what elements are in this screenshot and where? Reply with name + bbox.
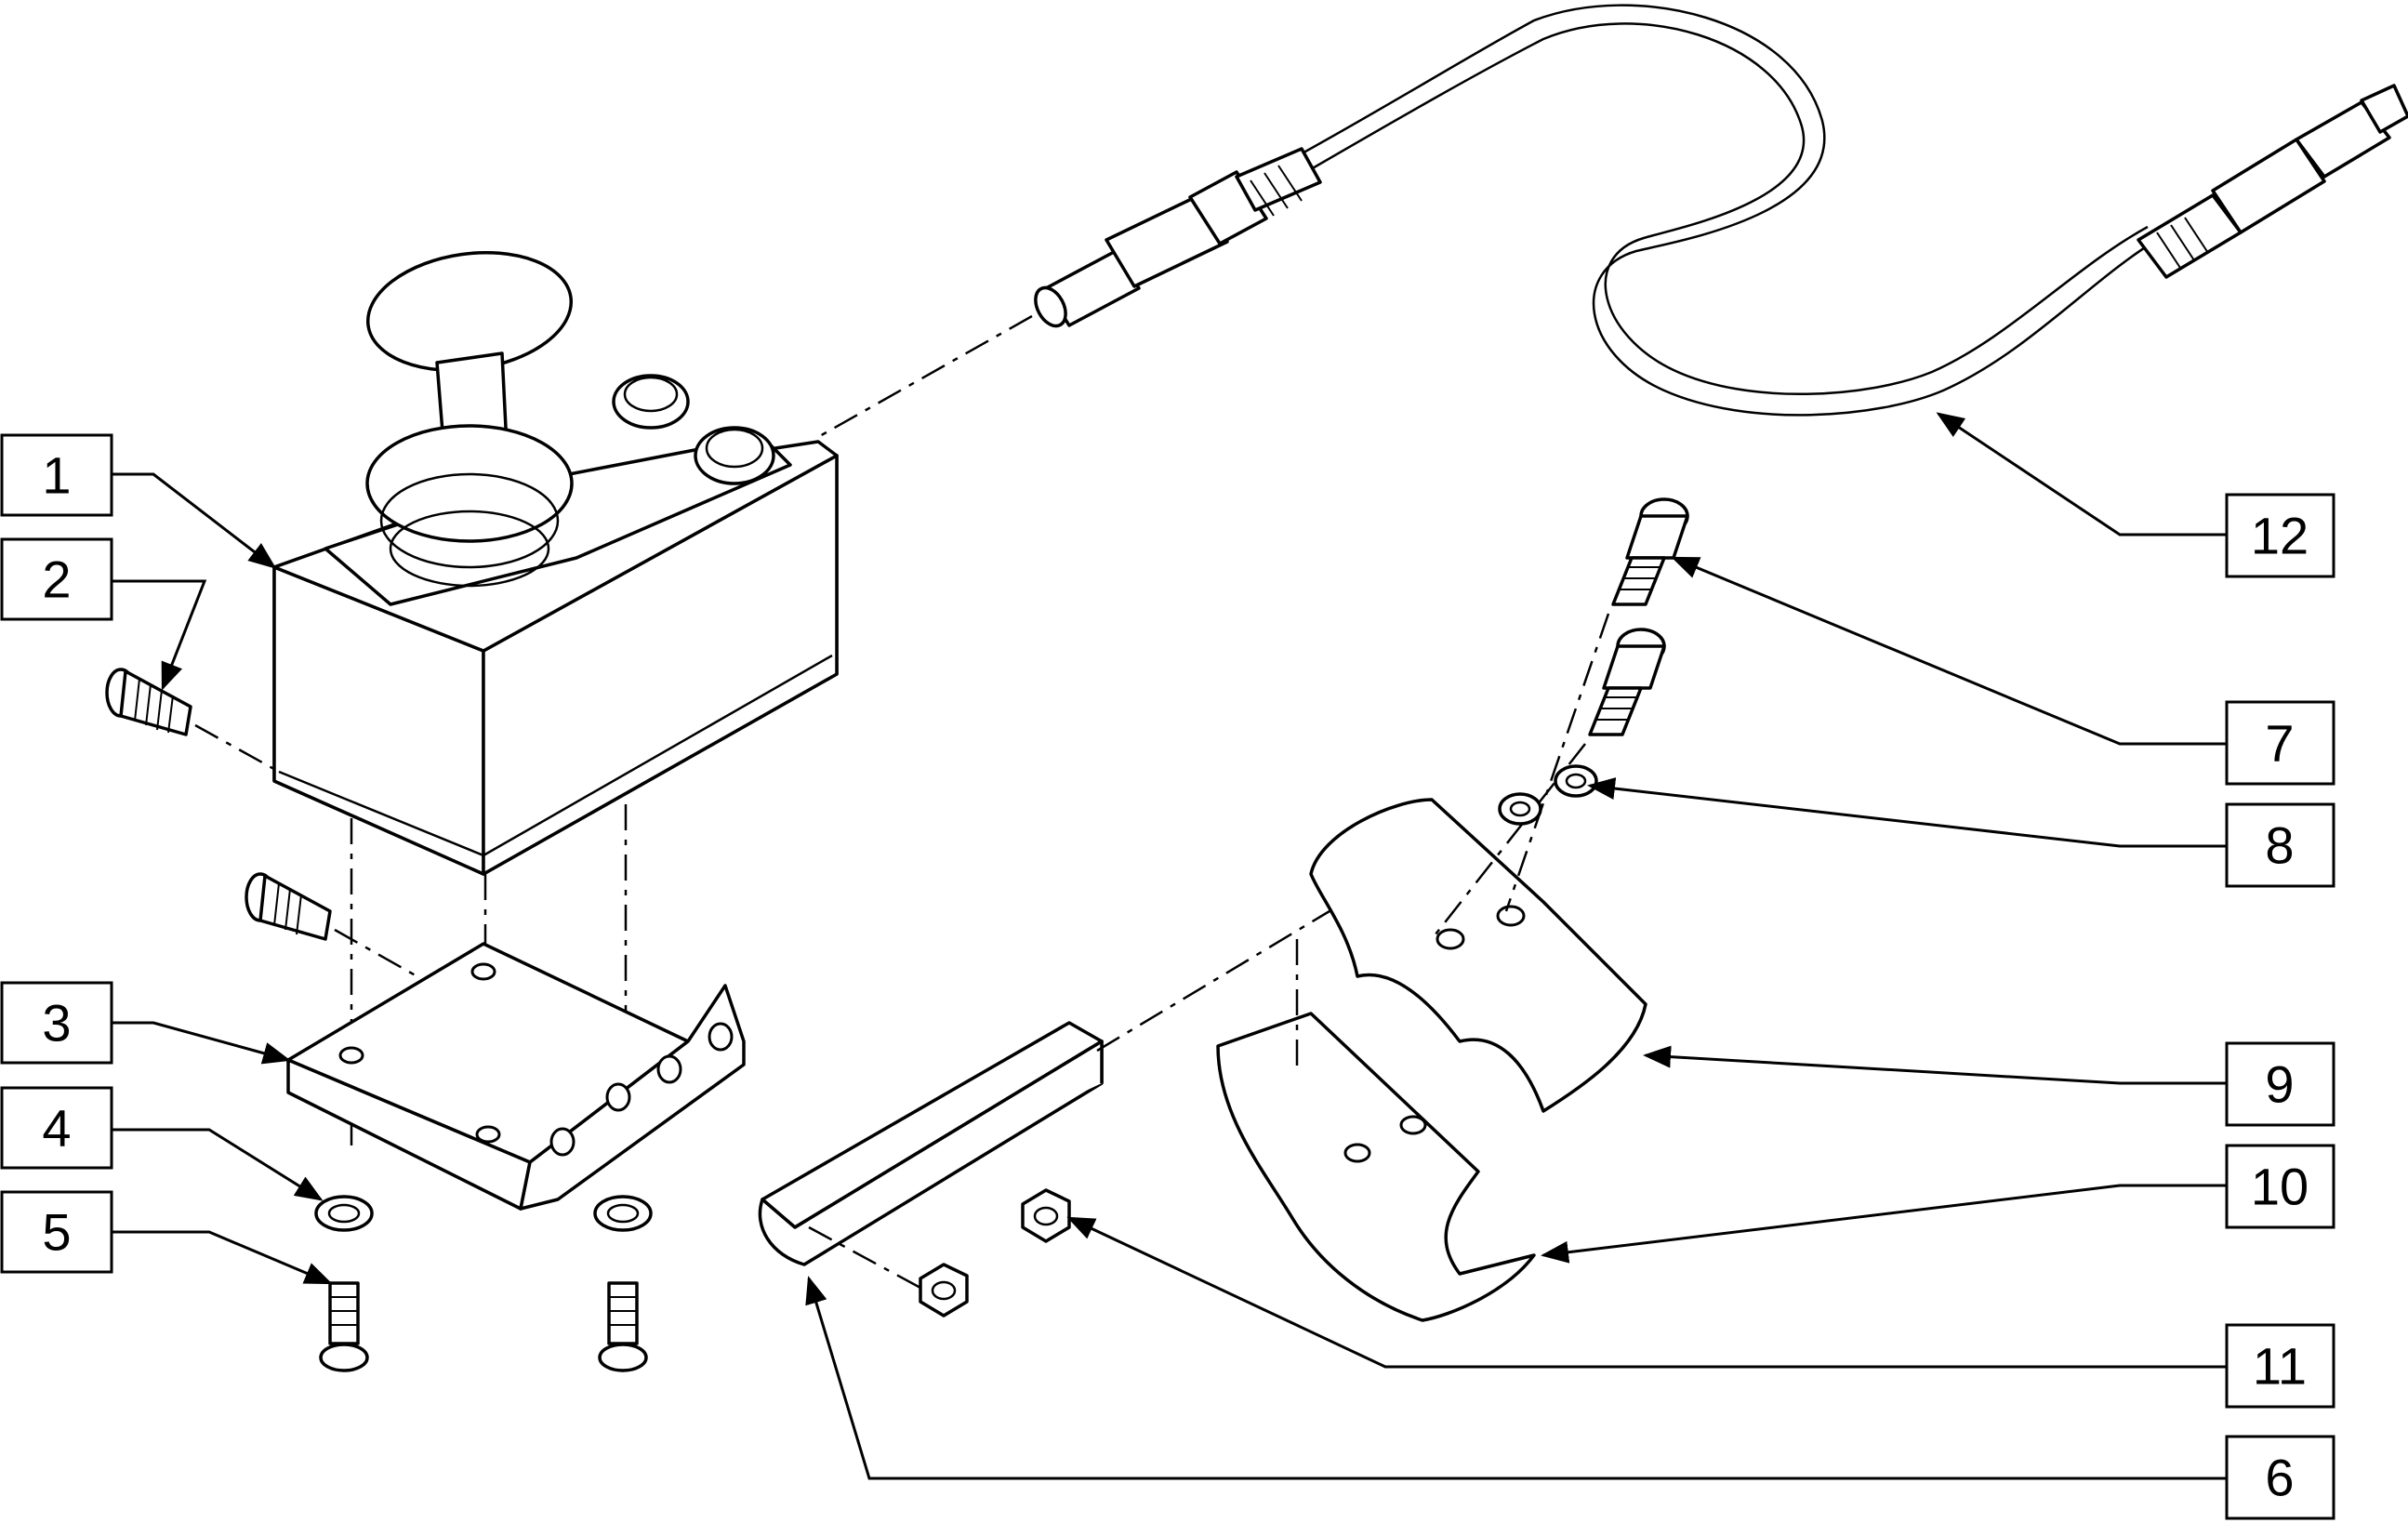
- callout-10-label: 10: [2251, 1158, 2309, 1216]
- bolt-right: [598, 1281, 648, 1372]
- washer-left: [314, 1195, 374, 1232]
- cable-assembly: [1034, 4, 2408, 417]
- callout-9-label: 9: [2265, 1055, 2294, 1114]
- bolt-left: [319, 1281, 369, 1372]
- callout-3: 3: [0, 981, 113, 1065]
- callout-8-label: 8: [2265, 816, 2294, 875]
- callout-2: 2: [0, 537, 113, 621]
- leader-5: [112, 1230, 333, 1285]
- callout-2-label: 2: [42, 550, 71, 609]
- callout-9: 9: [2225, 1041, 2335, 1127]
- centerline-nut-11: [808, 1225, 921, 1290]
- clamp-lower: [1216, 1012, 1536, 1322]
- callout-11-label: 11: [2253, 1337, 2307, 1396]
- callout-12-label: 12: [2251, 507, 2309, 565]
- callout-7-label: 7: [2265, 714, 2294, 773]
- screw-part-2: [105, 668, 192, 736]
- leader-10: [1541, 1184, 2227, 1264]
- nut-left: [919, 1263, 969, 1318]
- washer-right: [593, 1195, 653, 1232]
- joystick-module: [272, 250, 839, 876]
- leader-8: [1587, 777, 2227, 848]
- centerline-cable-to-joystick: [817, 314, 1033, 439]
- clamp-rail: [758, 1021, 1104, 1266]
- callout-6-label: 6: [2265, 1449, 2294, 1507]
- callout-5-label: 5: [42, 1203, 71, 1262]
- callout-12: 12: [2225, 493, 2335, 578]
- lock-washer-b: [1554, 764, 1598, 798]
- leader-12: [1936, 412, 2227, 536]
- socket-screw-lower: [1588, 628, 1666, 736]
- centerline-rail-to-clamp: [1096, 909, 1330, 1053]
- leader-7: [1671, 556, 2227, 746]
- clamp-upper: [1309, 798, 1647, 1113]
- lock-washer-a: [1498, 792, 1542, 826]
- callout-11: 11: [2225, 1323, 2335, 1409]
- callout-8: 8: [2225, 802, 2335, 888]
- leader-9: [1643, 1045, 2227, 1085]
- centerline-screw-2: [194, 723, 280, 774]
- callout-10: 10: [2225, 1144, 2335, 1229]
- screw-bracket: [245, 872, 332, 941]
- leader-6: [805, 1276, 2227, 1480]
- callout-4: 4: [0, 1086, 113, 1170]
- callout-3-label: 3: [42, 994, 71, 1053]
- leader-11: [1066, 1216, 2227, 1369]
- socket-screw-upper: [1611, 497, 1689, 606]
- callout-6: 6: [2225, 1435, 2335, 1520]
- centerline-screw-7b: [1431, 743, 1586, 940]
- callout-4-label: 4: [42, 1099, 71, 1158]
- callout-5: 5: [0, 1190, 113, 1274]
- cable-connector-left: [1034, 147, 1322, 328]
- mounting-bracket: [286, 942, 746, 1211]
- callout-1: 1: [0, 433, 113, 517]
- leader-4: [112, 1128, 324, 1201]
- cable-connector-right: [2137, 84, 2408, 279]
- callout-1-label: 1: [42, 446, 71, 505]
- callout-7: 7: [2225, 700, 2335, 786]
- leader-3: [112, 1021, 291, 1065]
- leader-1: [112, 472, 277, 569]
- leader-2: [112, 579, 207, 691]
- nut-right: [1021, 1188, 1071, 1243]
- centerline-screw-7a: [1504, 613, 1610, 912]
